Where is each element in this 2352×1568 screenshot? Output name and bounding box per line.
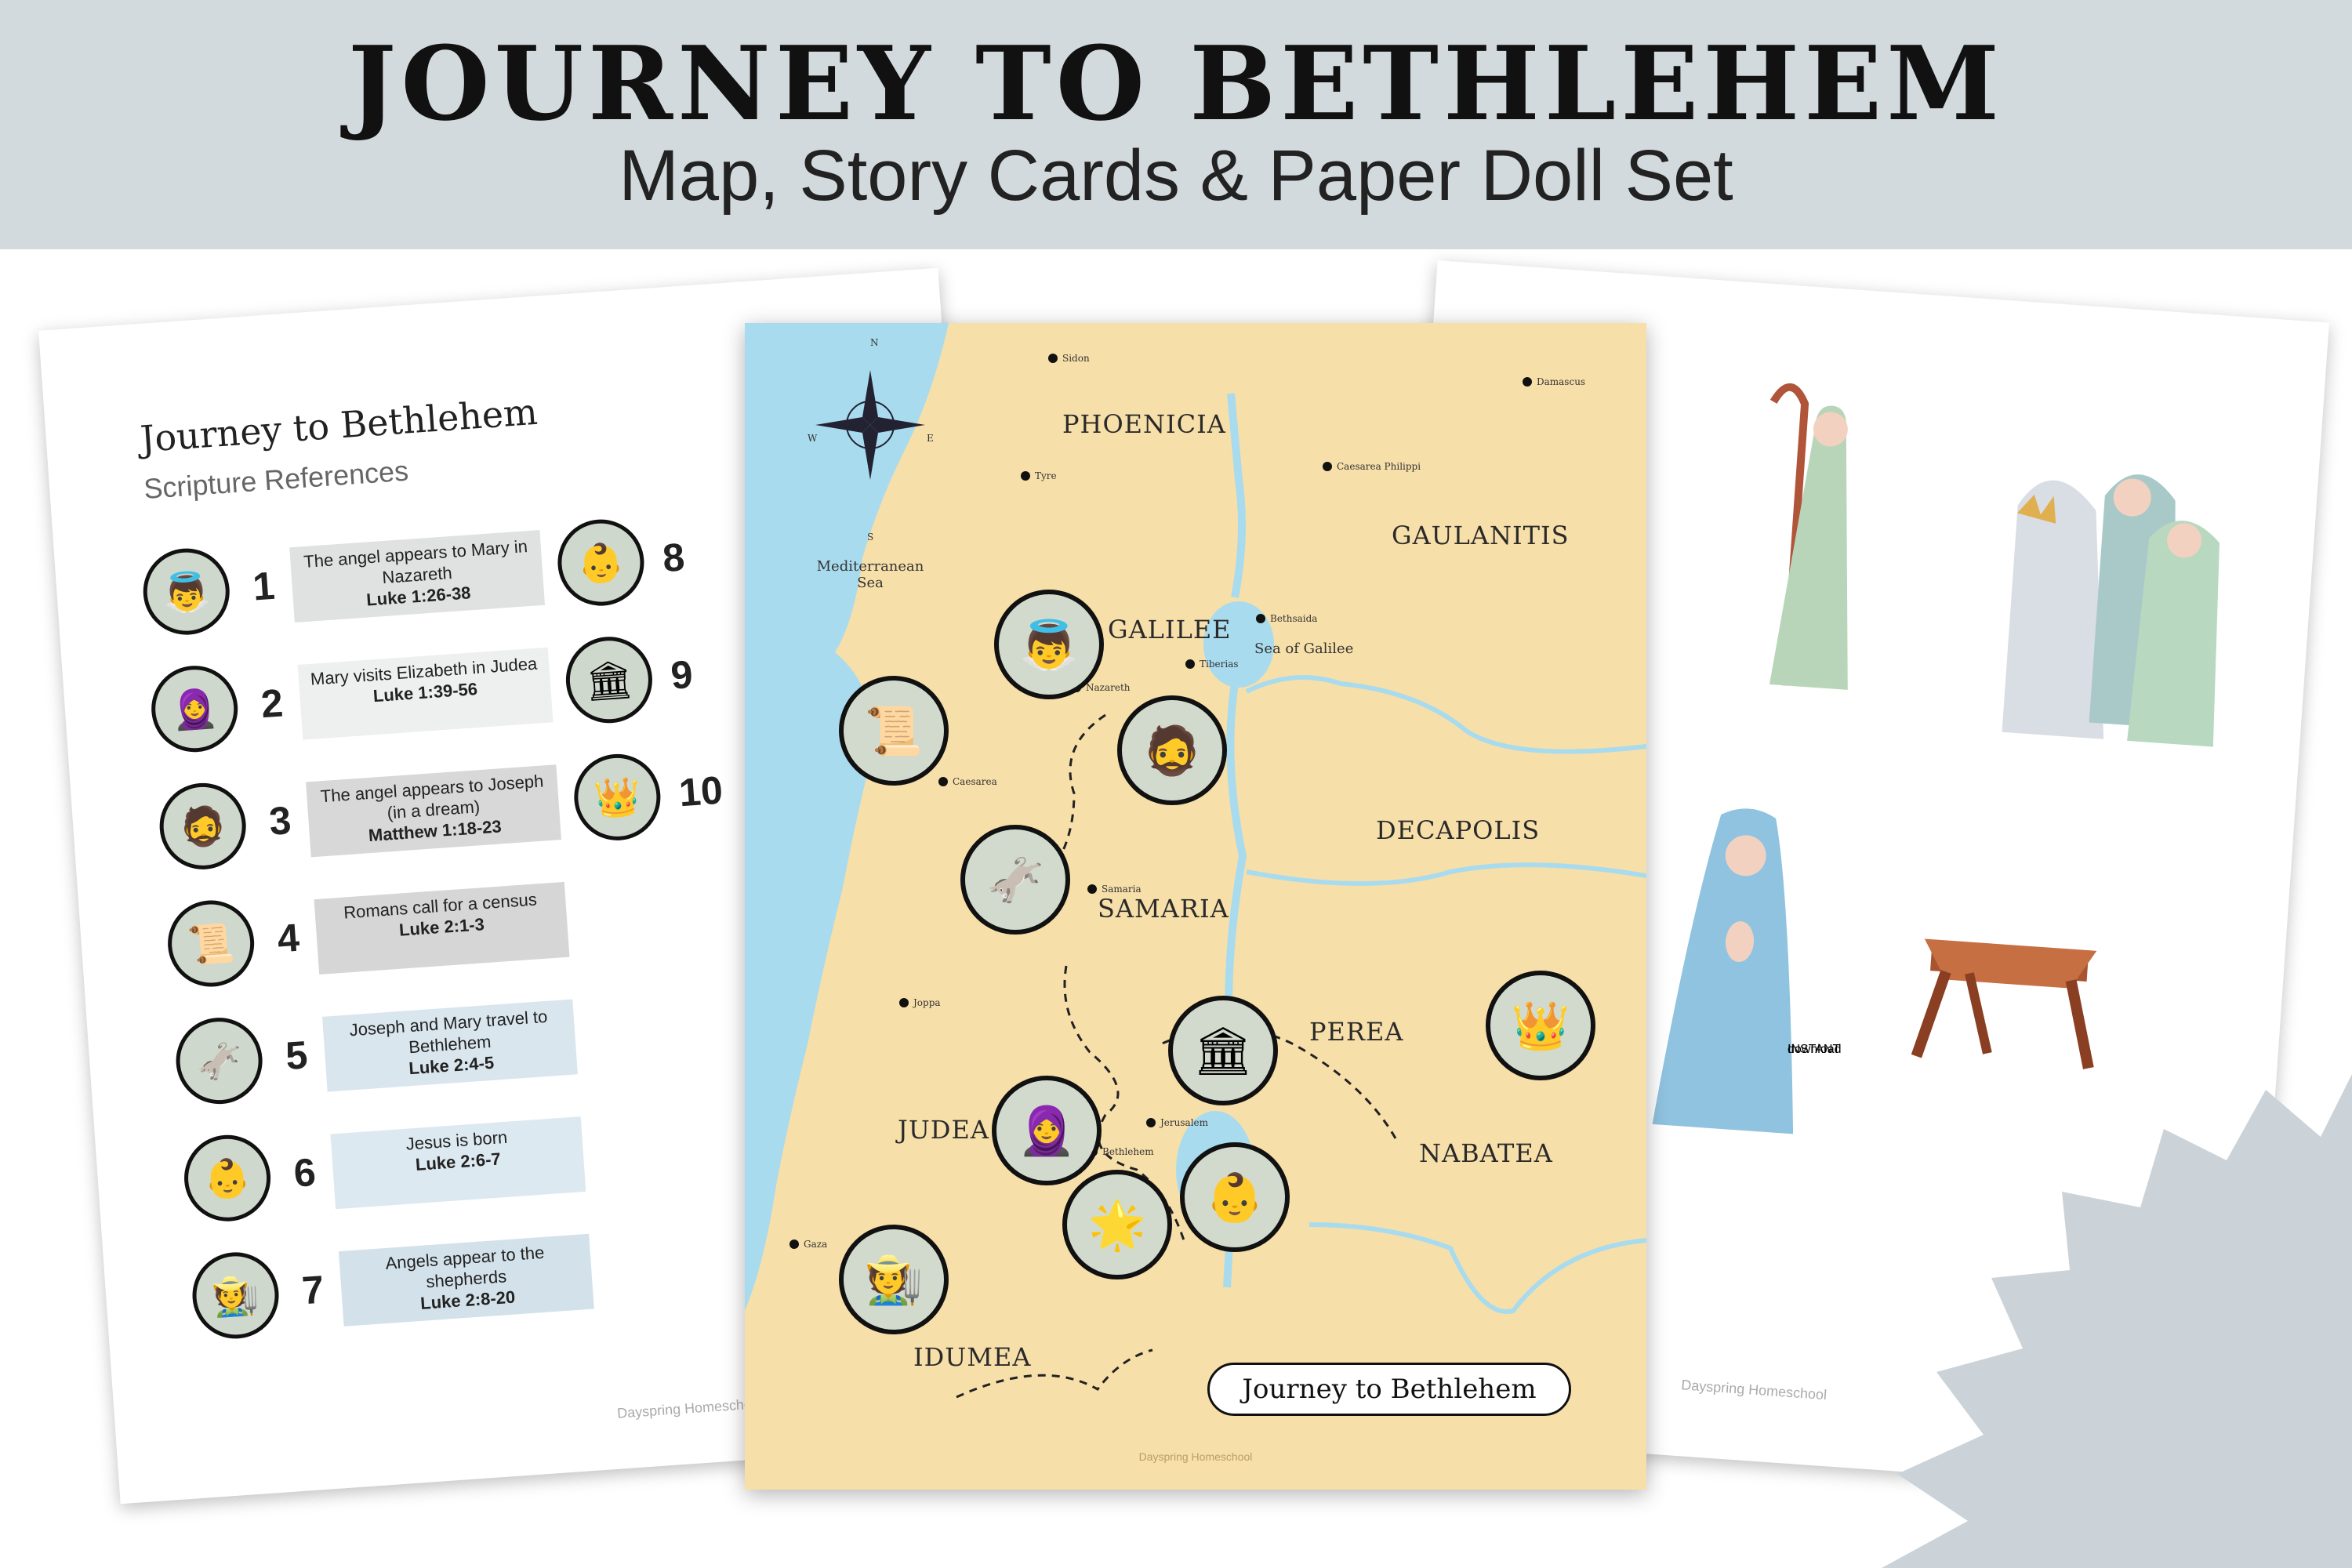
magi-icon: 👑 — [571, 751, 664, 844]
city-gaza: Gaza — [789, 1239, 827, 1250]
region-label: DECAPOLIS — [1376, 815, 1541, 845]
magi-icon: 👑 — [1486, 971, 1595, 1080]
reference-card-5: 🫏 5 Joseph and Mary travel to Bethlehem … — [172, 999, 578, 1107]
city-jerusalem: Jerusalem — [1146, 1117, 1208, 1128]
joseph-icon: 🧔 — [156, 780, 249, 873]
reference-card-2: 🧕 2 Mary visits Elizabeth in Judea Luke … — [148, 647, 554, 755]
scroll-icon: 📜 — [165, 897, 257, 990]
angel-icon: 👼 — [994, 590, 1104, 699]
compass-south: S — [867, 532, 874, 543]
region-label: NABATEA — [1419, 1138, 1553, 1168]
shepherd-icon: 🧑‍🌾 — [839, 1225, 949, 1334]
scroll-icon: 📜 — [839, 676, 949, 786]
temple-icon: 🏛 — [563, 633, 655, 726]
reference-number: 5 — [284, 1033, 310, 1079]
reference-text-box: Joseph and Mary travel to Bethlehem Luke… — [321, 999, 578, 1092]
compass-west: W — [808, 433, 818, 444]
baby-icon: 👶 — [1180, 1142, 1290, 1252]
page-title: JOURNEY TO BETHLEHEM — [347, 24, 2005, 143]
reference-card-10: 👑 10 — [571, 751, 724, 844]
mary-icon: 🧕 — [148, 662, 241, 755]
mary-figure — [1652, 808, 1794, 1134]
sheet-footer: Dayspring Homeschool — [616, 1395, 764, 1421]
compass-east: E — [927, 433, 934, 444]
mary-icon: 🧕 — [992, 1076, 1102, 1185]
region-label: JUDEA — [898, 1115, 989, 1145]
city-caesarea: Caesarea — [938, 776, 997, 787]
baby-icon: 👶 — [554, 516, 648, 609]
reference-text-box: The angel appears to Mary in Nazareth Lu… — [289, 529, 546, 623]
region-label: GALILEE — [1108, 615, 1232, 644]
city-samaria: Samaria — [1087, 884, 1142, 895]
joseph-icon: 🧔 — [1117, 695, 1227, 805]
region-label: PHOENICIA — [1062, 409, 1226, 439]
reference-card-7: 🧑‍🌾 7 Angels appear to the shepherds Luk… — [189, 1233, 594, 1342]
city-damascus: Damascus — [1523, 376, 1585, 387]
reference-number: 3 — [267, 798, 293, 844]
donkey-icon: 🫏 — [172, 1014, 266, 1107]
city-nazareth: Nazareth — [1072, 682, 1131, 693]
nativity-icon: 🌟 — [1062, 1170, 1172, 1279]
map-footer: Dayspring Homeschool — [1138, 1450, 1253, 1463]
header-banner: JOURNEY TO BETHLEHEM Map, Story Cards & … — [0, 0, 2352, 249]
reference-text-box: The angel appears to Joseph (in a dream)… — [306, 764, 561, 858]
city-tiberias: Tiberias — [1185, 659, 1239, 670]
reference-card-8: 👶 8 — [554, 516, 686, 609]
city-bethsaida: Bethsaida — [1256, 613, 1317, 624]
reference-number: 8 — [661, 535, 686, 581]
reference-card-9: 🏛 9 — [563, 633, 694, 726]
reference-card-3: 🧔 3 The angel appears to Joseph (in a dr… — [156, 764, 561, 873]
reference-text-box: Angels appear to the shepherds Luke 2:8-… — [338, 1233, 594, 1327]
reference-text-box: Romans call for a census Luke 2:1-3 — [314, 881, 570, 975]
city-joppa: Joppa — [899, 997, 941, 1008]
reference-number: 10 — [677, 768, 724, 815]
map-sheet: N S E W PHOENICIA GAULANITIS GALILEE DEC… — [745, 323, 1646, 1490]
region-label: PEREA — [1309, 1017, 1404, 1047]
instant-download-badge — [1882, 1074, 2352, 1568]
page-subtitle: Map, Story Cards & Paper Doll Set — [619, 136, 1733, 216]
city-sidon: Sidon — [1048, 353, 1090, 364]
map-title-badge: Journey to Bethlehem — [1207, 1363, 1571, 1416]
angel-icon: 👼 — [140, 545, 233, 638]
badge-download: download — [1788, 1043, 1842, 1056]
reference-card-6: 👶 6 Jesus is born Luke 2:6-7 — [181, 1116, 586, 1225]
reference-card-1: 👼 1 The angel appears to Mary in Nazaret… — [140, 529, 546, 638]
reference-text-box: Mary visits Elizabeth in Judea Luke 1:39… — [297, 647, 554, 740]
sheet-title: Journey to Bethlehem — [139, 390, 539, 461]
wise-men-figure — [2002, 474, 2220, 747]
manger-figure — [1911, 938, 2097, 1069]
badge-instant: INSTANT — [1788, 1043, 1841, 1056]
sheet-subtitle: Scripture References — [143, 454, 410, 506]
reference-number: 1 — [251, 563, 277, 609]
donkey-icon: 🫏 — [960, 825, 1070, 935]
shepherd-figure — [1769, 383, 1848, 690]
nativity-icon: 👶 — [181, 1132, 274, 1225]
city-tyre: Tyre — [1021, 470, 1057, 481]
reference-text-box: Jesus is born Luke 2:6-7 — [330, 1116, 586, 1210]
city-caesarea-philippi: Caesarea Philippi — [1323, 461, 1421, 472]
city-bethlehem: Bethlehem — [1088, 1146, 1154, 1157]
reference-number: 4 — [275, 915, 301, 961]
region-label: GAULANITIS — [1392, 521, 1570, 550]
reference-number: 9 — [669, 652, 695, 698]
region-label: IDUMEA — [913, 1342, 1032, 1372]
temple-icon: 🏛 — [1168, 996, 1278, 1105]
reference-card-4: 📜 4 Romans call for a census Luke 2:1-3 — [165, 881, 570, 990]
sea-label: Mediterranean Sea — [816, 558, 924, 591]
reference-text: Angels appear to the shepherds — [384, 1242, 546, 1292]
compass-rose — [815, 370, 925, 480]
reference-number: 2 — [260, 681, 285, 727]
region-label: SAMARIA — [1098, 894, 1229, 924]
shepherd-icon: 🧑‍🌾 — [189, 1249, 282, 1342]
reference-number: 7 — [300, 1267, 326, 1313]
compass-north: N — [870, 337, 879, 348]
reference-number: 6 — [292, 1149, 318, 1196]
paper-doll-sheet: Dayspring Homeschool — [1356, 260, 2329, 1496]
lake-label: Sea of Galilee — [1254, 641, 1354, 657]
